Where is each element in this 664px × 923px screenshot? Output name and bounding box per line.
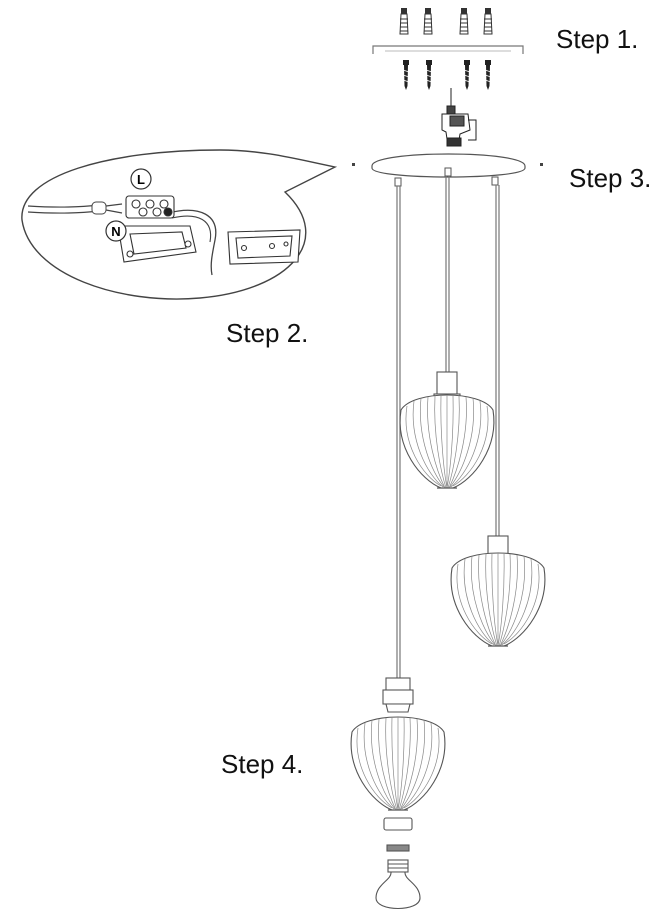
shade-ring-icon	[383, 817, 413, 852]
ceiling-canopy-icon	[352, 153, 543, 187]
wiring-callout	[21, 149, 338, 300]
drill-icon	[441, 88, 477, 147]
terminal-block-icon	[117, 195, 197, 263]
neutral-wire-badge: N	[105, 220, 127, 242]
pendant-cables	[396, 176, 500, 678]
wall-plug-icon	[399, 7, 493, 35]
pendant-shade-icon	[350, 716, 446, 811]
step-4-label: Step 4.	[221, 749, 304, 779]
pendant-shade-icon	[450, 535, 546, 647]
live-wire-badge: L	[130, 168, 152, 190]
step-2-label: Step 2.	[226, 318, 309, 348]
screw-icon	[402, 59, 492, 91]
mounting-bracket	[372, 45, 524, 54]
lamp-socket-icon	[382, 677, 414, 713]
pendant-shade-icon	[399, 371, 495, 489]
light-bulb-icon	[375, 859, 421, 909]
step-3-label: Step 3.	[569, 163, 652, 193]
svg-text:N: N	[111, 224, 120, 239]
svg-text:L: L	[137, 172, 145, 187]
bracket-plate-icon	[227, 229, 301, 265]
step-1-label: Step 1.	[556, 24, 639, 54]
